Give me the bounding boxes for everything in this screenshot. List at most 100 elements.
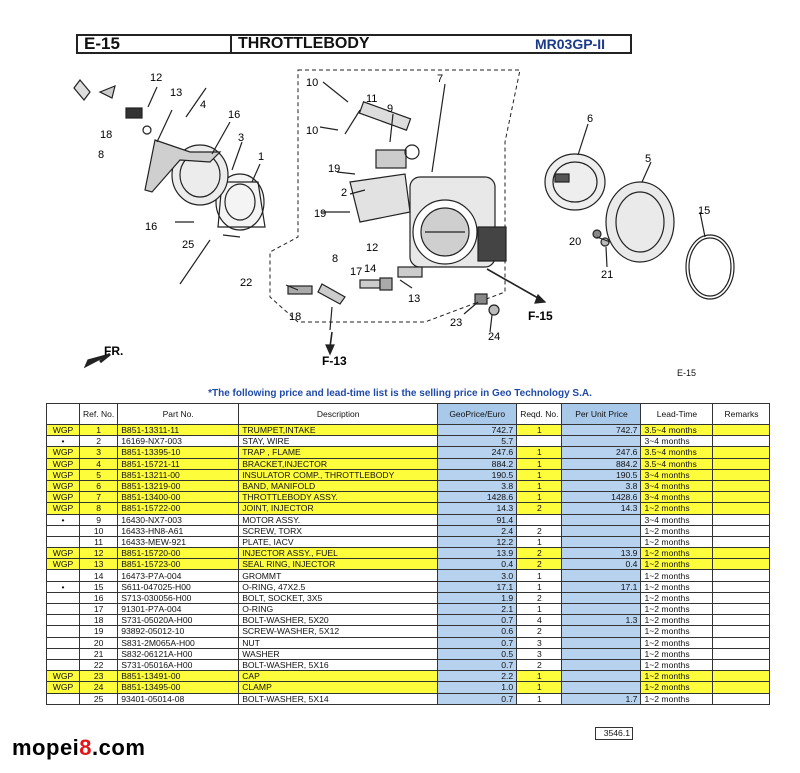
cell-lead: 1~2 months (640, 569, 714, 582)
cell-remarks (712, 423, 771, 437)
title-bar: E-15 THROTTLEBODY MR03GP-II (76, 34, 632, 54)
cell-qty: 1 (516, 491, 563, 504)
cell-lead: 3~4 months (640, 491, 714, 504)
cell-price: 0.7 (437, 658, 518, 672)
cell-ref: 9 (78, 513, 119, 526)
cell-tag: WGP (46, 547, 80, 560)
cell-qty: 1 (516, 535, 563, 549)
cell-ref: 4 (78, 457, 119, 470)
cell-desc: BOLT, SOCKET, 3X5 (238, 591, 439, 605)
cell-qty: 1 (516, 681, 563, 694)
cell-lead: 3.5~4 months (640, 457, 714, 470)
cell-remarks (712, 591, 771, 605)
cell-lead: 1~2 months (640, 580, 714, 593)
cell-lead: 3.5~4 months (640, 423, 714, 437)
cell-tag (46, 569, 80, 582)
cell-qty: 1 (516, 602, 563, 616)
col-lead-time: Lead-Time (640, 403, 714, 425)
cell-desc: INSULATOR COMP., THROTTLEBODY (238, 468, 439, 481)
cell-tag: • (46, 513, 80, 526)
cell-remarks (712, 670, 771, 683)
callout-3: 3 (238, 132, 244, 144)
cell-unit (561, 625, 642, 638)
cell-desc: SCREW-WASHER, 5X12 (238, 625, 439, 638)
cell-tag (46, 636, 80, 649)
callout-10-top: 10 (306, 77, 318, 89)
callout-8-left: 8 (98, 149, 104, 161)
ref-f13: F-13 (322, 354, 347, 368)
cell-lead: 3~4 months (640, 513, 714, 526)
cell-ref: 24 (78, 681, 119, 694)
cell-part: 16473-P7A-004 (117, 569, 240, 582)
cell-unit (561, 636, 642, 649)
page-id: E-15 (677, 368, 697, 378)
cell-desc: TRUMPET,INTAKE (238, 423, 439, 437)
col-remarks: Remarks (712, 403, 771, 425)
cell-ref: 1 (78, 423, 119, 437)
cell-part: S832-06121A-H00 (117, 647, 240, 660)
callout-25: 25 (182, 239, 194, 251)
cell-qty: 2 (516, 558, 563, 571)
col-part-no: Part No. (117, 403, 240, 425)
callout-23: 23 (450, 317, 462, 329)
cell-price: 14.3 (437, 502, 518, 515)
price-note: *The following price and lead-time list … (208, 388, 592, 399)
cell-unit (561, 602, 642, 616)
cell-remarks (712, 636, 771, 649)
cell-ref: 12 (78, 547, 119, 560)
cell-price: 884.2 (437, 457, 518, 470)
callout-18-center: 18 (289, 311, 301, 323)
cell-ref: 10 (78, 524, 119, 537)
parts-price-table: Ref. No. Part No. Description GeoPrice/E… (46, 403, 771, 705)
cell-lead: 1~2 months (640, 681, 714, 694)
cell-price: 1.9 (437, 591, 518, 605)
cell-desc: TRAP , FLAME (238, 446, 439, 459)
callout-10-bottom: 10 (306, 125, 318, 137)
callout-4: 4 (200, 99, 206, 111)
callout-5: 5 (645, 153, 651, 165)
cell-desc: GROMMT (238, 569, 439, 582)
cell-qty: 2 (516, 502, 563, 515)
cell-price: 0.4 (437, 558, 518, 571)
callout-12-left: 12 (150, 72, 162, 84)
cell-part: 91301-P7A-004 (117, 602, 240, 616)
cell-part: B851-13311-11 (117, 423, 240, 437)
cell-lead: 3~4 months (640, 479, 714, 493)
callout-14: 14 (364, 263, 376, 275)
callout-8-center: 8 (332, 253, 338, 265)
cell-desc: INJECTOR ASSY., FUEL (238, 547, 439, 560)
cell-tag: WGP (46, 558, 80, 571)
watermark-prefix: mopei (12, 735, 80, 760)
cell-desc: BAND, MANIFOLD (238, 479, 439, 493)
cell-price: 2.2 (437, 670, 518, 683)
cell-unit (561, 535, 642, 549)
cell-unit: 884.2 (561, 457, 642, 470)
cell-remarks (712, 457, 771, 470)
front-arrow-label: FR. (104, 344, 123, 358)
cell-unit (561, 435, 642, 448)
cell-part: B851-15722-00 (117, 502, 240, 515)
callout-16-bottom: 16 (145, 221, 157, 233)
cell-tag (46, 614, 80, 627)
cell-qty (516, 435, 563, 448)
cell-remarks (712, 658, 771, 672)
cell-tag (46, 535, 80, 549)
cell-remarks (712, 491, 771, 504)
cell-ref: 25 (78, 692, 119, 705)
cell-desc: WASHER (238, 647, 439, 660)
cell-unit: 1.3 (561, 614, 642, 627)
cell-unit (561, 591, 642, 605)
cell-qty: 1 (516, 670, 563, 683)
cell-qty: 1 (516, 479, 563, 493)
cell-remarks (712, 513, 771, 526)
